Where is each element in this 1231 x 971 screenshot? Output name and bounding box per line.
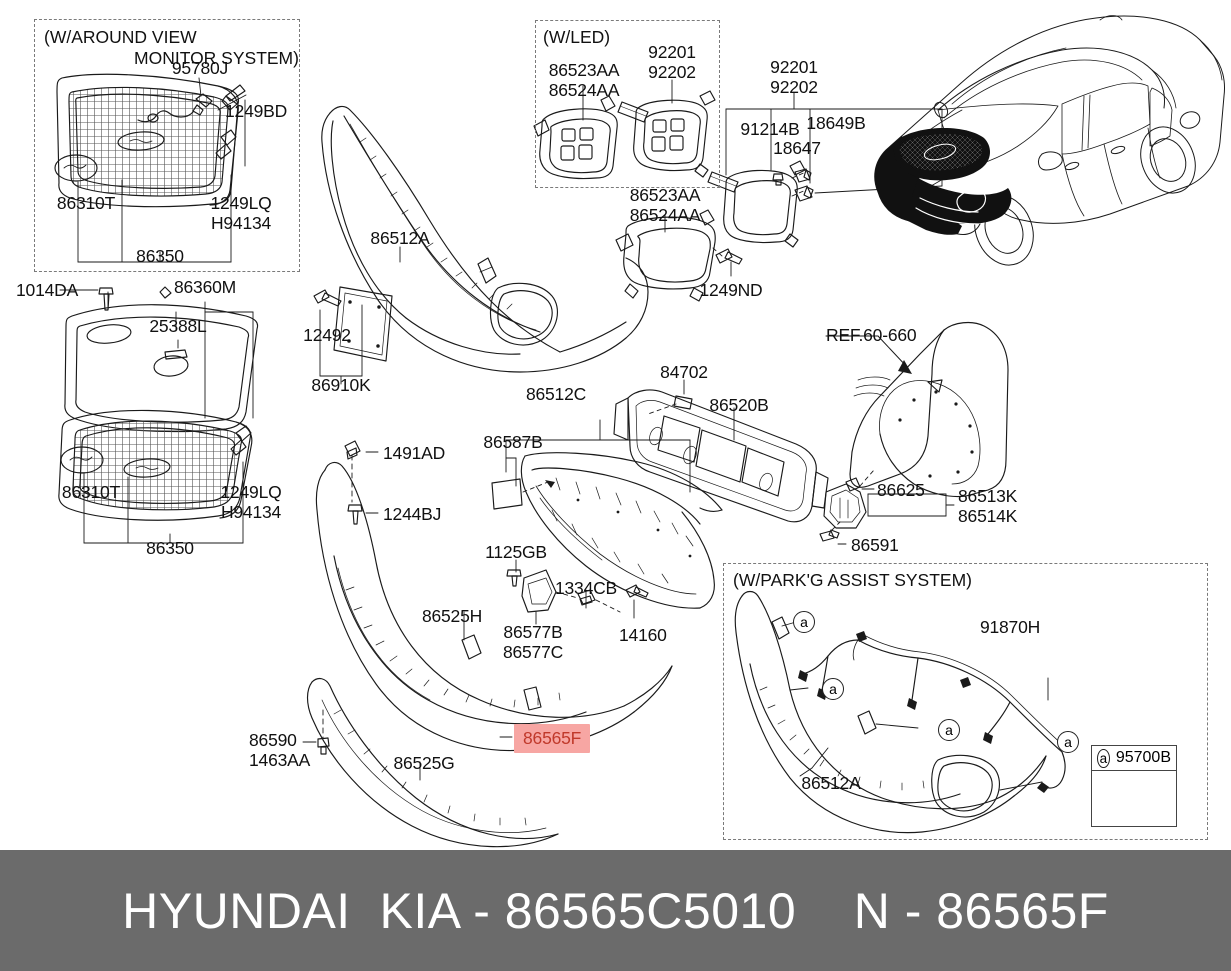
label-18649B: 18649B bbox=[806, 113, 866, 133]
label-91214B: 91214B bbox=[740, 119, 800, 139]
label-1014DA: 1014DA bbox=[16, 280, 79, 300]
label-86910K: 86910K bbox=[311, 375, 371, 395]
callout-marker-a-2: a bbox=[822, 678, 844, 700]
panel-around-view-monitor bbox=[34, 19, 300, 272]
label-86350-top: 86350 bbox=[136, 246, 184, 266]
panel-parking-assist bbox=[723, 563, 1208, 840]
label-86350-bot: 86350 bbox=[146, 538, 194, 558]
label-86520B: 86520B bbox=[709, 395, 769, 415]
label-1491AD: 1491AD bbox=[383, 443, 446, 463]
label-92201-92202-main: 92201 92202 bbox=[770, 57, 818, 97]
label-86625: 86625 bbox=[877, 480, 925, 500]
callout-marker-a-1-text: a bbox=[800, 614, 808, 630]
label-86523AA-86524AA-led: 86523AA 86524AA bbox=[548, 60, 620, 100]
label-95780J: 95780J bbox=[171, 58, 229, 78]
legend-icon-slot bbox=[1092, 771, 1176, 826]
label-1249LQ-H94134-bot: 1249LQ H94134 bbox=[220, 482, 282, 522]
legend-header: a 95700B bbox=[1092, 746, 1176, 771]
label-91870H: 91870H bbox=[979, 617, 1041, 637]
label-86525G: 86525G bbox=[393, 753, 455, 773]
label-14160: 14160 bbox=[619, 625, 667, 645]
legend-part-code: 95700B bbox=[1115, 749, 1171, 766]
callout-marker-a-3-text: a bbox=[945, 722, 953, 738]
label-86512A-top: 86512A bbox=[370, 228, 430, 248]
footer-bar: HYUNDAI KIA - 86565C5010 N - 86565F bbox=[0, 850, 1231, 971]
label-86310T-bot: 86310T bbox=[61, 482, 121, 502]
label-12492: 12492 bbox=[303, 325, 351, 345]
callout-marker-a-1: a bbox=[793, 611, 815, 633]
vehicle-front-details bbox=[915, 143, 987, 225]
panel-parking-assist-title: (W/PARK'G ASSIST SYSTEM) bbox=[733, 570, 972, 590]
label-REF-60-660: REF.60-660 bbox=[826, 325, 917, 345]
vehicle-grille-mesh bbox=[899, 134, 982, 171]
label-86525H: 86525H bbox=[421, 606, 483, 626]
callout-marker-a-2-text: a bbox=[829, 681, 837, 697]
label-86577B-86577C: 86577B 86577C bbox=[502, 622, 564, 662]
label-86513K-86514K: 86513K 86514K bbox=[958, 486, 1018, 526]
label-86587B: 86587B bbox=[483, 432, 543, 452]
label-1334CB: 1334CB bbox=[554, 578, 618, 598]
panel-with-led bbox=[535, 20, 720, 188]
vehicle-front-bumper-highlight bbox=[874, 128, 1012, 235]
label-84702: 84702 bbox=[660, 362, 708, 382]
lower-bumper-cover-art bbox=[315, 440, 673, 752]
panel-around-view-title-line2: MONITOR SYSTEM) bbox=[134, 48, 299, 68]
label-86310T-top: 86310T bbox=[56, 193, 116, 213]
label-1249LQ-H94134-top: 1249LQ H94134 bbox=[210, 193, 272, 233]
label-86591: 86591 bbox=[851, 535, 899, 555]
callout-marker-a-4: a bbox=[1057, 731, 1079, 753]
panel-with-led-title: (W/LED) bbox=[543, 27, 611, 47]
callout-marker-a-3: a bbox=[938, 719, 960, 741]
footer-part-text: HYUNDAI KIA - 86565C5010 N - 86565F bbox=[122, 882, 1109, 939]
vehicle-illustration-art bbox=[874, 15, 1225, 266]
label-1125GB: 1125GB bbox=[485, 542, 547, 562]
label-1249ND: 1249ND bbox=[699, 280, 763, 300]
legend-marker-a: a bbox=[1097, 748, 1110, 768]
legend-marker-a-text: a bbox=[1099, 750, 1108, 766]
label-1244BJ: 1244BJ bbox=[383, 504, 442, 524]
legend-box-parking-sensor: a 95700B bbox=[1091, 745, 1177, 827]
label-86512C: 86512C bbox=[525, 384, 587, 404]
panel-around-view-title-line1: (W/AROUND VIEW bbox=[44, 27, 197, 47]
label-92201-92202-led: 92201 92202 bbox=[648, 42, 696, 82]
label-86590-1463AA: 86590 1463AA bbox=[249, 730, 311, 770]
label-25388L: 25388L bbox=[149, 316, 207, 336]
label-86360M: 86360M bbox=[173, 277, 237, 297]
label-1249BD: 1249BD bbox=[225, 101, 288, 121]
label-18647: 18647 bbox=[773, 138, 821, 158]
callout-marker-a-4-text: a bbox=[1064, 734, 1072, 750]
highlighted-part-label[interactable]: 86565F bbox=[514, 724, 591, 753]
label-86512A-parking: 86512A bbox=[801, 773, 861, 793]
label-86523AA-86524AA-main: 86523AA 86524AA bbox=[629, 185, 701, 225]
